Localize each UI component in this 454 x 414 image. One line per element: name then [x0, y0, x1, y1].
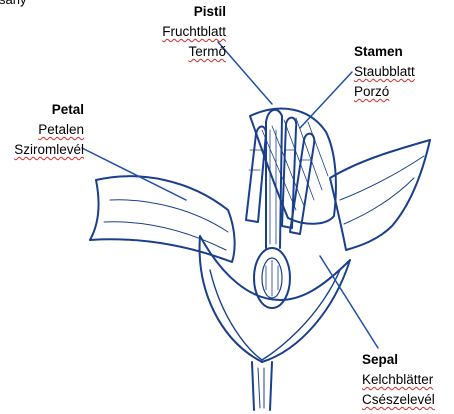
sepal-label: Sepal Kelchblätter Csészelevél: [362, 350, 435, 410]
stamen-german: Staubblatt: [354, 62, 415, 82]
petal-hungarian: Sziromlevél: [0, 140, 84, 160]
sepal-leader-line: [320, 256, 378, 348]
stamen-1: [246, 127, 266, 223]
pistil-label: Pistil Fruchtblatt Termő: [140, 2, 226, 62]
left-petal-shape: [90, 176, 235, 262]
sepal-title: Sepal: [362, 350, 435, 370]
stamen-leader-line: [300, 72, 352, 128]
sepal-shape: [210, 270, 340, 360]
stamen-hungarian: Porzó: [354, 82, 415, 102]
sepal-german: Kelchblätter: [362, 370, 435, 390]
receptacle-outer: [200, 236, 350, 362]
pistil-title: Pistil: [140, 2, 226, 22]
stamen-label: Stamen Staubblatt Porzó: [354, 42, 415, 102]
petal-german: Petalen: [0, 120, 84, 140]
sepal-hungarian: Csészelevél: [362, 390, 435, 410]
petal-label: Petal Petalen Sziromlevél: [0, 100, 84, 160]
stem: [252, 362, 272, 410]
pistil-german: Fruchtblatt: [140, 22, 226, 42]
petal-title: Petal: [0, 100, 84, 120]
pistil-hungarian: Termő: [140, 42, 226, 62]
right-petal-shape: [330, 140, 430, 250]
pistil-leader-line: [218, 42, 272, 104]
stamen-title: Stamen: [354, 42, 415, 62]
